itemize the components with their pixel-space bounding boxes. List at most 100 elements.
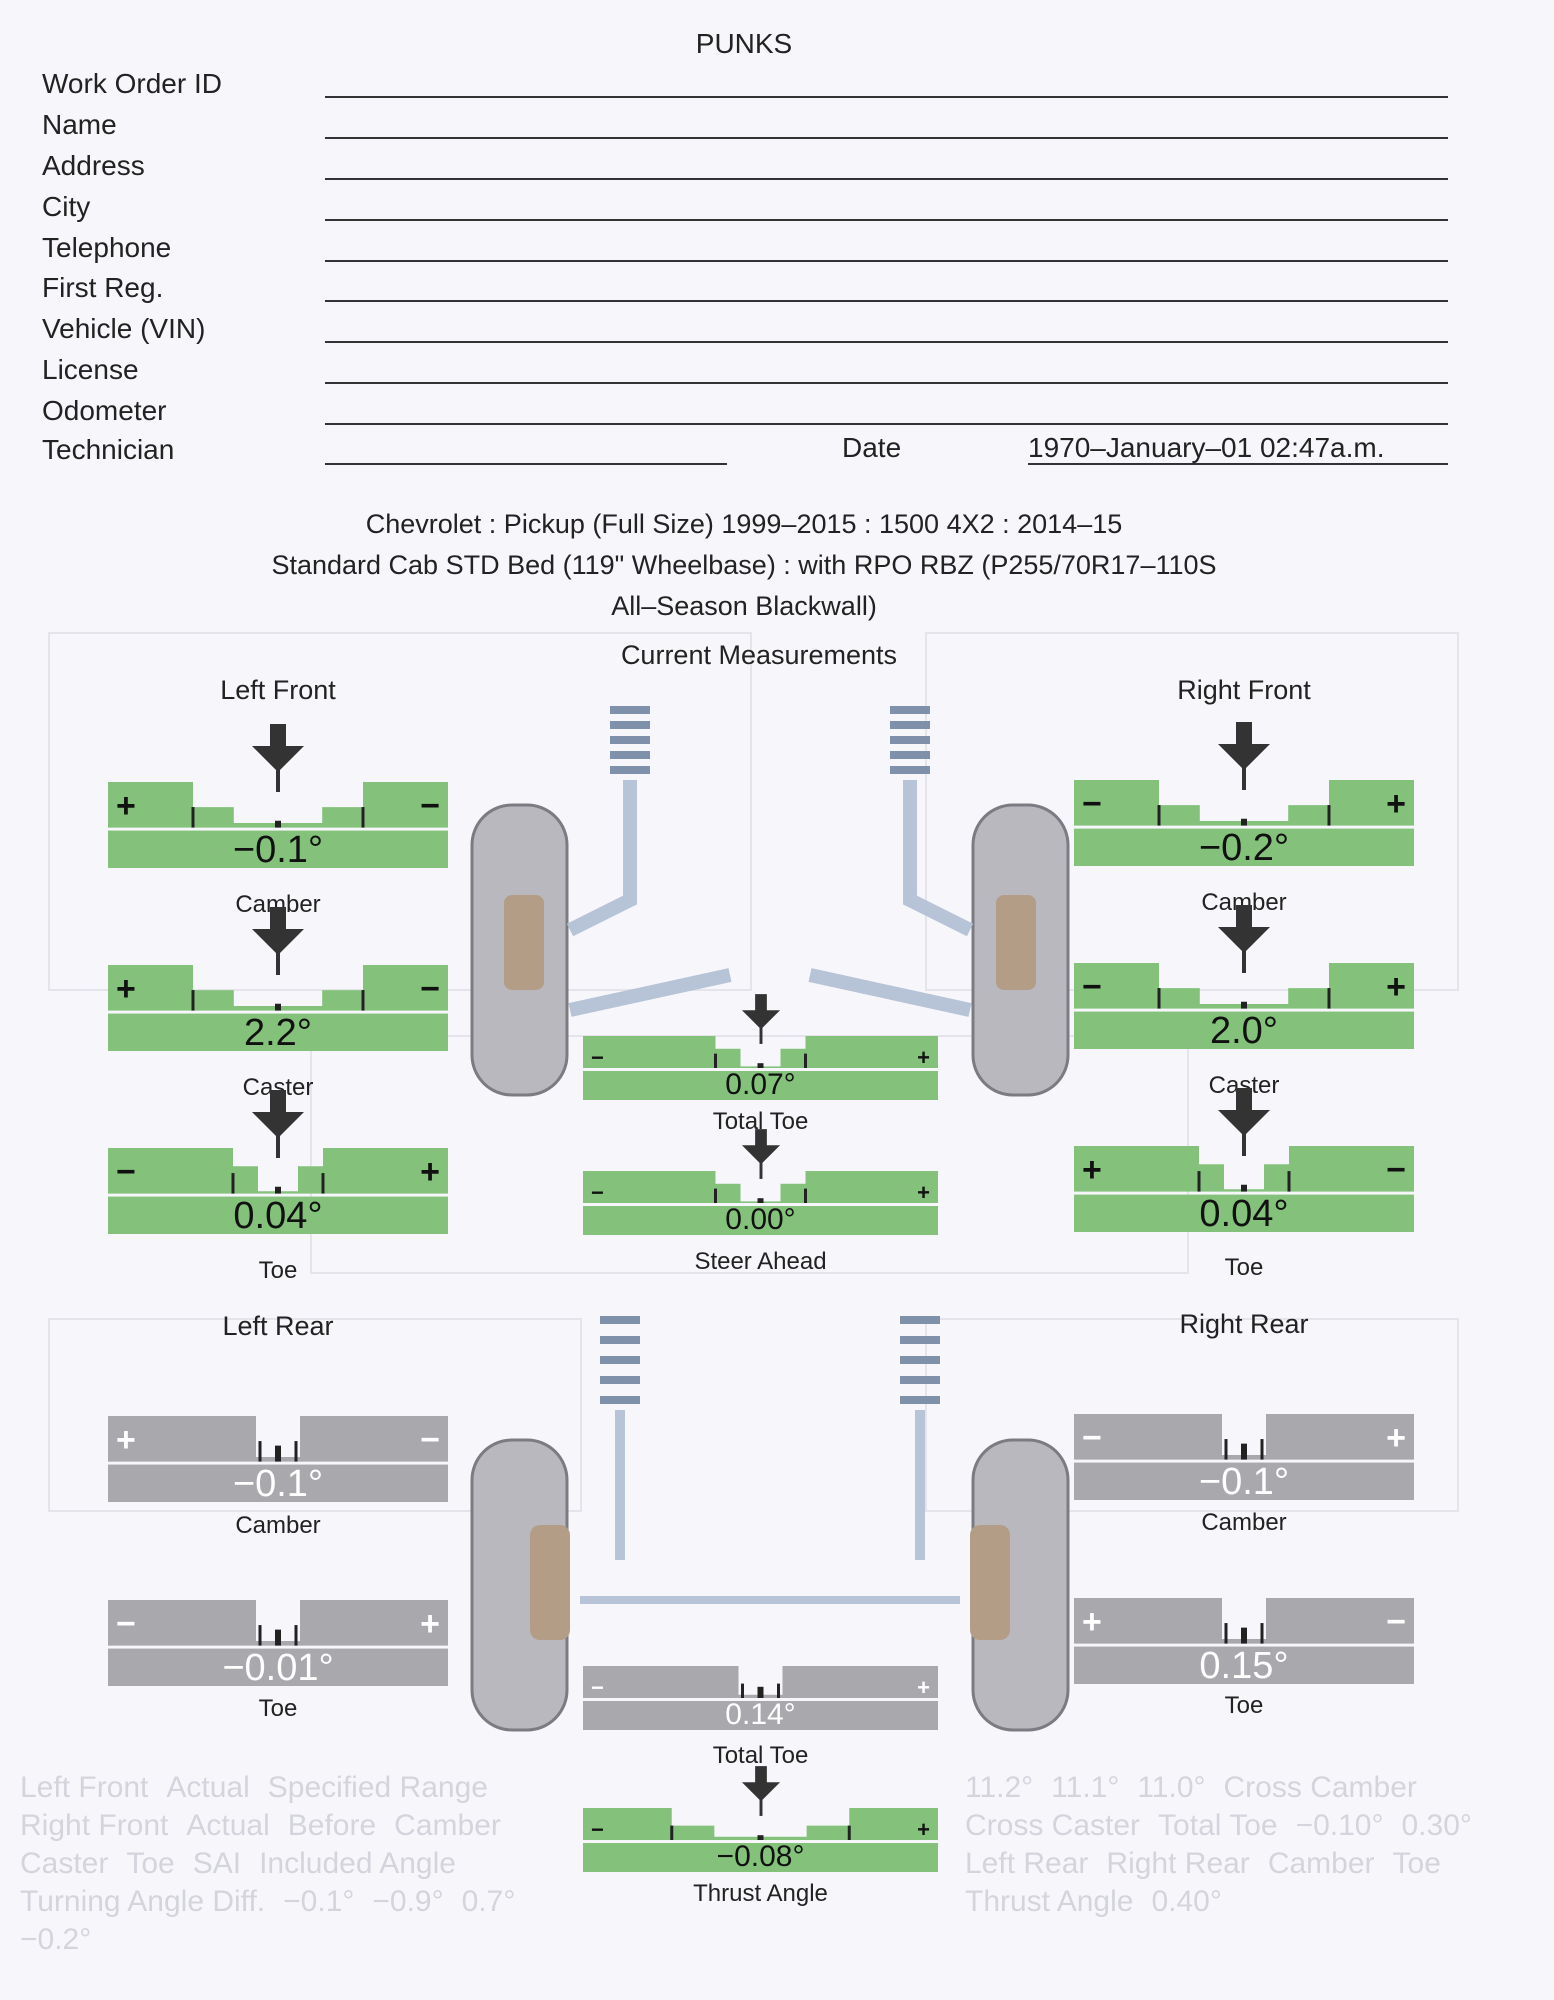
gauge-center-mark [1241, 1443, 1247, 1460]
right-sign-icon: + [420, 1153, 440, 1191]
gauge-center-mark [757, 1063, 764, 1068]
date-value: 1970–January–01 02:47a.m. [1028, 432, 1385, 463]
left-sign-icon: − [591, 1817, 604, 1842]
form-label: Address [42, 150, 145, 181]
form-input-line[interactable] [325, 137, 1448, 139]
gauge-value: 2.2° [243, 1012, 313, 1054]
gauge-band [1074, 1146, 1414, 1232]
form-input-line[interactable] [325, 260, 1448, 262]
ghost-text: Turning Angle Diff. [20, 1885, 266, 1918]
ghost-text: Right Rear [1106, 1847, 1250, 1880]
right-sign-icon: + [1386, 785, 1406, 823]
rear-suspension-illustration [470, 1316, 1070, 1732]
ghost-text: Caster [20, 1847, 109, 1880]
ghost-text: Total Toe [1158, 1809, 1278, 1842]
vehicle-line-3: All–Season Blackwall) [611, 591, 877, 621]
ghost-rear-left-table [48, 1318, 582, 1512]
form-input-line[interactable] [325, 300, 1448, 302]
gauge-scale [1074, 1598, 1414, 1644]
ghost-text: Cross Caster [965, 1809, 1141, 1842]
rr-toe-gauge: + − 0.15° [1074, 1598, 1414, 1687]
gauge-center-mark [757, 1686, 764, 1698]
gauge-band [108, 1416, 448, 1502]
form-label: Vehicle (VIN) [42, 313, 206, 344]
gauge-band [583, 1036, 938, 1100]
vehicle-line-1: Chevrolet : Pickup (Full Size) 1999–2015… [365, 509, 1123, 539]
vehicle-line-2: Standard Cab STD Bed (119" Wheelbase) : … [271, 550, 1217, 580]
left-front-heading: Left Front [220, 675, 336, 705]
form-input-line[interactable] [325, 219, 1448, 221]
gauge-band [583, 1808, 938, 1872]
form-input-line[interactable] [325, 96, 1448, 98]
right-sign-icon: + [917, 1817, 930, 1842]
ghost-text: Included Angle [259, 1847, 456, 1880]
right-brake-drum [970, 1525, 1010, 1640]
technician-field[interactable] [325, 463, 727, 465]
ghost-text: −0.10° [1295, 1809, 1384, 1842]
ghost-text: 11.1° [1051, 1771, 1120, 1804]
lf-caster-gauge: +−2.2° [108, 965, 448, 1054]
gauge-value-band [1074, 1194, 1414, 1232]
gauge-center-mark [757, 1835, 764, 1840]
left-sign-icon: + [116, 1421, 136, 1459]
ghost-text: Actual [186, 1809, 270, 1842]
ghost-text-area-left: Left Front Actual Specified Range Right … [20, 1770, 565, 1995]
right-sign-icon: + [917, 1045, 930, 1070]
form-label: Telephone [42, 232, 172, 263]
down-arrow-pointer-icon [252, 1090, 304, 1158]
rf-camber-gauge: −+−0.2° [1074, 780, 1414, 869]
form-label: Odometer [42, 395, 167, 426]
gauge-value: 0.15° [1199, 1645, 1289, 1687]
gauge-center-mark [275, 1445, 281, 1462]
gauge-value: −0.01° [222, 1647, 334, 1689]
gauge-center-mark [275, 1629, 281, 1646]
ghost-text: Specified Range [267, 1771, 488, 1804]
rr-toe-label: Toe [1224, 1692, 1264, 1719]
front-suspension-illustration [470, 706, 1070, 1097]
ghost-text: 0.40° [1151, 1885, 1222, 1918]
lf-camber-gauge: +−−0.1° [108, 782, 448, 871]
form-input-line[interactable] [325, 341, 1448, 343]
left-sign-icon: + [1082, 1151, 1102, 1189]
ghost-text: SAI [192, 1847, 242, 1880]
gauge-value-band [108, 1013, 448, 1051]
ghost-rear-right-table [925, 1318, 1459, 1512]
thrust-label: Thrust Angle [693, 1880, 828, 1907]
gauge-value-band [108, 1196, 448, 1234]
right-rear-heading: Right Rear [1179, 1309, 1309, 1339]
right-front-heading: Right Front [1177, 675, 1311, 705]
ghost-text: −0.1° [283, 1885, 355, 1918]
gauge-value-band [583, 1071, 938, 1100]
gauge-value-band [108, 1464, 448, 1502]
form-input-line[interactable] [325, 178, 1448, 180]
form-input-line[interactable] [325, 382, 1448, 384]
gauge-center-mark [275, 1003, 281, 1011]
ghost-text: Actual [166, 1771, 250, 1804]
gauge-value-band [108, 830, 448, 868]
left-sign-icon: + [1082, 1603, 1102, 1641]
right-sign-icon: − [1386, 1151, 1406, 1189]
ghost-text: 0.7° [461, 1885, 516, 1918]
gauge-value: 0.04° [233, 1195, 323, 1237]
down-arrow-pointer-icon [1218, 905, 1270, 973]
ghost-text: Cross Camber [1223, 1771, 1417, 1804]
gauge-band [108, 965, 448, 1051]
ghost-text: 0.30° [1401, 1809, 1472, 1842]
down-arrow-pointer-icon [741, 994, 780, 1044]
form-input-line[interactable] [325, 423, 1448, 425]
left-sign-icon: − [1082, 1419, 1102, 1457]
right-sign-icon: + [1386, 968, 1406, 1006]
right-sign-icon: + [420, 1605, 440, 1643]
right-brake-rotor [996, 895, 1036, 990]
gauge-value: 0.00° [725, 1203, 796, 1236]
right-sign-icon: − [1386, 1603, 1406, 1641]
gauge-value-band [1074, 1462, 1414, 1500]
left-sign-icon: − [116, 1605, 136, 1643]
left-brake-drum [530, 1525, 570, 1640]
current-measurements-heading: Current Measurements [620, 640, 898, 670]
lr-toe-label: Toe [258, 1695, 298, 1722]
ghost-text: 11.2° [965, 1771, 1034, 1804]
gauge-center-mark [1241, 1184, 1247, 1192]
gauge-value: −0.08° [716, 1840, 805, 1873]
ghost-text: Toe [126, 1847, 175, 1880]
